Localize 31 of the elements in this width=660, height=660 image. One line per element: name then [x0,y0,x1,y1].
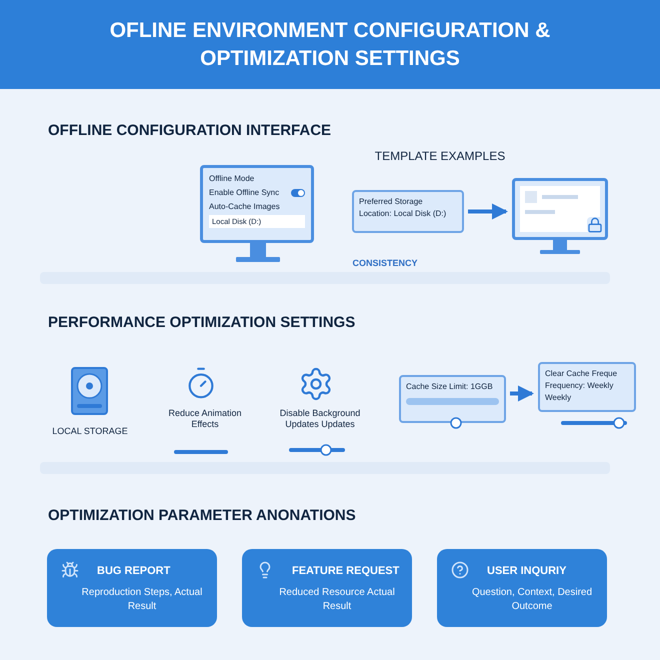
section-heading: PERFORMANCE OPTIMIZATION SETTINGS [48,314,356,333]
monitor-screen [200,165,314,243]
settings-card [352,190,464,233]
title: OFLINE ENVIRONMENT CONFIGURATION & OPTIMIZATION SETTINGS [108,18,552,72]
section-heading: OPTIMIZATION PARAMETER ANONATIONS [48,507,357,526]
card-heading: USER INQURIY [487,564,566,579]
monitor-drawing [512,178,608,240]
setting-label: Auto-Cache Images [209,201,280,213]
card-heading: BUG REPORT [97,564,170,579]
setting-text: Preferred Storage Location: Local Disk (D:) [359,196,448,220]
caption: Disable Background Updates Updates [278,408,362,430]
settings-card [399,375,506,423]
category-card [242,549,412,627]
card-heading: FEATURE REQUEST [292,564,400,579]
card-description: Reduced Resource Actual Result [278,586,396,614]
setting-label: Offline Mode [209,173,254,185]
caption: LOCAL STORAGE [51,426,129,438]
section-heading: OFFLINE CONFIGURATION INTERFACE [48,122,332,141]
setting-text: Cache Size Limit: 1GGB [406,381,494,393]
arrow [510,386,534,402]
setting-text: Clear Cache Freque Frequency: Weekly Weekly [545,368,618,404]
card-description: Reproduction Steps, Actual Result [80,586,204,614]
category-card [437,549,607,627]
settings-card [538,362,636,412]
category-card [47,549,217,627]
caption: TEMPLATE EXAMPLES [374,149,506,164]
caption: Reduce Animation Effects [167,408,243,430]
card-description: Question, Context, Desired Outcome [470,586,594,614]
caption: CONSISTENCY [351,258,418,270]
setting-label: Enable Offline Sync [209,187,280,199]
arrow [468,204,508,220]
